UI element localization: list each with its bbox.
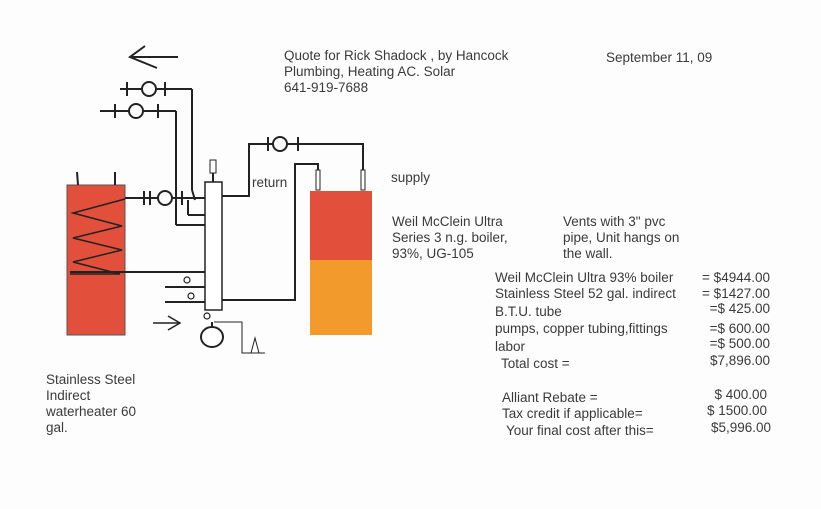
boiler-orange-section bbox=[310, 260, 372, 335]
credits-breakdown: Alliant Rebate = $ 400.00 Tax credit if a… bbox=[495, 387, 771, 439]
phone-number: 641-919-7688 bbox=[284, 80, 369, 95]
return-label: return bbox=[252, 175, 288, 190]
indirect-water-heater-tank bbox=[66, 184, 126, 336]
expansion-tank-icon bbox=[200, 326, 224, 348]
boiler-red-section bbox=[310, 191, 372, 261]
cost-row: Weil McClein Ultra 93% boiler = $4944.00 bbox=[495, 270, 770, 286]
cost-row: pumps, copper tubing,fittings =$ 600.00 bbox=[495, 321, 770, 337]
cost-label: B.T.U. tube bbox=[495, 304, 562, 319]
final-cost-row: Your final cost after this= $5,996.00 bbox=[495, 420, 771, 439]
cost-amount: =$ 600.00 bbox=[709, 321, 770, 336]
cost-amount: $7,896.00 bbox=[709, 353, 770, 368]
tank-label-line: waterheater 60 bbox=[46, 404, 137, 419]
cost-amount: =$ 500.00 bbox=[709, 336, 770, 351]
company-name: Plumbing, Heating AC. Solar bbox=[284, 64, 456, 79]
pump-icon bbox=[157, 190, 173, 206]
tank-label-line: Indirect bbox=[46, 388, 91, 403]
cost-row: B.T.U. tube =$ 425.00 bbox=[495, 301, 770, 320]
quote-header: Quote for Rick Shadock , by Hancock Plum… bbox=[284, 48, 508, 96]
supply-label: supply bbox=[391, 170, 431, 185]
credit-amount: $5,996.00 bbox=[710, 420, 771, 435]
cost-amount: = $1427.00 bbox=[702, 286, 770, 301]
cost-label: pumps, copper tubing,fittings bbox=[495, 321, 668, 336]
cost-row: labor =$ 500.00 bbox=[495, 336, 770, 355]
cost-row: Stainless Steel 52 gal. indirect = $1427.… bbox=[495, 286, 770, 302]
cost-label: Weil McClein Ultra 93% boiler bbox=[495, 270, 674, 285]
cost-breakdown: Weil McClein Ultra 93% boiler= $4944.00 … bbox=[495, 270, 770, 380]
cost-label: Total cost = bbox=[501, 356, 570, 371]
hydro-separator bbox=[204, 181, 223, 311]
tank-label-line: Stainless Steel bbox=[46, 372, 136, 387]
tank-label: Stainless Steel Indirect waterheater 60 … bbox=[46, 372, 136, 436]
quote-date: September 11, 09 bbox=[606, 50, 713, 65]
cost-amount: = $4944.00 bbox=[702, 270, 770, 285]
vents-note-line: pipe, Unit hangs on bbox=[563, 230, 680, 245]
credit-amount: $ 1500.00 bbox=[706, 403, 767, 418]
tank-label-line: gal. bbox=[46, 420, 68, 435]
pump-icon bbox=[128, 103, 144, 119]
cost-label: Stainless Steel 52 gal. indirect bbox=[495, 286, 676, 301]
pump-icon bbox=[272, 136, 288, 152]
quote-title: Quote for Rick Shadock , by Hancock bbox=[284, 48, 509, 63]
pump-icon bbox=[141, 81, 157, 97]
flow-arrow-left-icon bbox=[127, 45, 178, 69]
flow-arrow-right-icon bbox=[153, 315, 182, 331]
cost-amount: =$ 425.00 bbox=[709, 301, 770, 316]
credit-label: Tax credit if applicable= bbox=[502, 406, 643, 421]
boiler-label-line: 93%, UG-105 bbox=[392, 246, 474, 261]
credit-row: Alliant Rebate = $ 400.00 bbox=[495, 387, 770, 406]
credit-row: Tax credit if applicable= $ 1500.00 bbox=[495, 403, 770, 422]
credit-label: Your final cost after this= bbox=[506, 423, 654, 438]
vents-note: Vents with 3" pvc pipe, Unit hangs on th… bbox=[563, 214, 679, 262]
boiler-label: Weil McClein Ultra Series 3 n.g. boiler,… bbox=[392, 214, 508, 262]
boiler-label-line: Weil McClein Ultra bbox=[392, 214, 503, 229]
boiler-label-line: Series 3 n.g. boiler, bbox=[392, 230, 508, 245]
credit-label: Alliant Rebate = bbox=[502, 390, 598, 405]
vents-note-line: the wall. bbox=[563, 246, 613, 261]
credit-amount: $ 400.00 bbox=[714, 387, 767, 402]
cost-label: labor bbox=[495, 339, 526, 354]
total-cost-row: Total cost = $7,896.00 bbox=[495, 353, 770, 372]
vents-note-line: Vents with 3" pvc bbox=[563, 214, 666, 229]
